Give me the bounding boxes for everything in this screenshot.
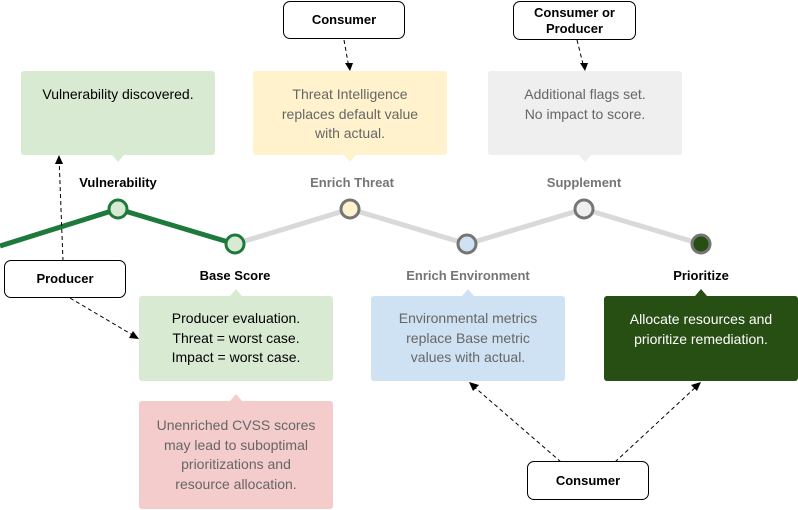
connector-consumer-env — [471, 384, 562, 463]
node-enrich-environment — [456, 233, 478, 255]
callout-threat-line-2: replaces default value — [281, 105, 419, 122]
callout-base-line-1: Producer evaluation. — [171, 310, 301, 327]
callout-pointer — [112, 155, 124, 162]
callout-prior-line-1: Allocate resources and — [629, 311, 773, 327]
callout-threat-line-1: Threat Intelligence — [292, 86, 408, 102]
callout-supp-line-1: Additional flags set. — [524, 86, 646, 102]
node-base-score — [224, 233, 246, 255]
callout-base-line-3: Impact = worst case. — [171, 349, 301, 366]
callout-warn-line-2: may lead to suboptimal — [164, 436, 308, 453]
callout-env-line-1: Environmental metrics — [398, 310, 538, 327]
stage-label-supplement: Supplement — [546, 175, 622, 190]
actor-cp-line-1: Consumer or — [534, 4, 615, 20]
connector-consumer-prior — [614, 384, 699, 463]
callout-env-line-2: replace Base metric — [406, 329, 530, 346]
connector-producer-base — [69, 297, 137, 338]
arrowhead-supp — [580, 63, 588, 71]
actor-consumer-bottom: Consumer — [527, 461, 649, 500]
callout-prioritize: Allocate resources and prioritize remedi… — [604, 289, 798, 381]
arrowhead-threat — [345, 63, 353, 71]
callout-pointer — [695, 289, 707, 296]
callout-vulnerability: Vulnerability discovered. — [21, 71, 215, 162]
stage-label-enrich-environment: Enrich Environment — [406, 268, 530, 283]
node-supplement — [573, 198, 595, 220]
callout-warn-line-3: prioritizations and — [181, 456, 291, 472]
arrowhead-prior — [691, 382, 701, 391]
stage-label-base-score: Base Score — [199, 268, 271, 283]
callout-enrich-threat: Threat Intelligence replaces default val… — [253, 71, 447, 162]
callout-warn-line-4: resource allocation. — [175, 475, 297, 492]
arrowhead-env — [469, 382, 479, 391]
actor-cp-line-2: Producer — [545, 20, 604, 36]
actor-producer: Producer — [4, 260, 126, 298]
callout-prior-line-2: prioritize remediation. — [634, 330, 768, 347]
callout-threat-line-3: with actual. — [314, 125, 386, 141]
node-vulnerability — [107, 198, 129, 220]
node-prioritize — [690, 233, 712, 255]
actor-consumer-threat: Consumer — [283, 1, 405, 39]
callout-pointer — [462, 289, 474, 296]
stage-label-enrich-threat: Enrich Threat — [310, 175, 394, 190]
callout-pointer — [230, 394, 242, 401]
callout-base-score: Producer evaluation. Threat = worst case… — [139, 289, 333, 381]
callout-warning: Unenriched CVSS scores may lead to subop… — [139, 394, 333, 509]
callout-supp-line-2: No impact to score. — [524, 105, 646, 122]
callout-vulnerability-text: Vulnerability discovered. — [42, 86, 194, 102]
callout-env-line-3: values with actual. — [410, 349, 526, 366]
callout-base-line-2: Threat = worst case. — [172, 329, 300, 346]
connector-producer-vuln — [58, 156, 64, 262]
callout-warn-line-1: Unenriched CVSS scores — [156, 417, 316, 433]
arrowhead-vuln — [55, 155, 63, 164]
callout-supplement: Additional flags set. No impact to score… — [488, 71, 682, 162]
callout-pointer — [344, 155, 356, 162]
callout-enrich-environment: Environmental metrics replace Base metri… — [371, 289, 565, 381]
callout-pointer — [579, 155, 591, 162]
arrowhead-base — [129, 331, 139, 339]
node-enrich-threat — [339, 198, 361, 220]
stage-label-vulnerability: Vulnerability — [79, 175, 157, 190]
callout-pointer — [230, 289, 242, 296]
actor-consumer-or-producer: Consumer or Producer — [513, 1, 636, 40]
stage-label-prioritize: Prioritize — [673, 268, 729, 283]
